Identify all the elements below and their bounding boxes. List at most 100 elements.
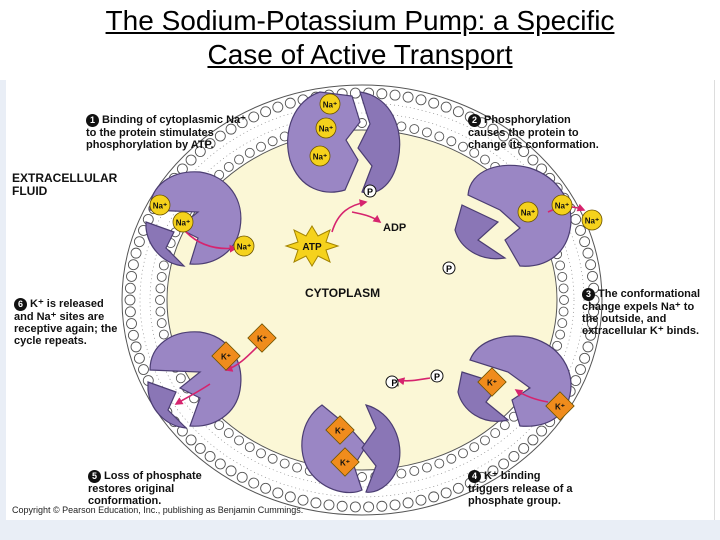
phospholipid-head [225, 465, 237, 477]
phospholipid-head [570, 375, 582, 387]
copyright-notice: Copyright © Pearson Education, Inc., pub… [12, 505, 304, 515]
phospholipid-head [260, 482, 272, 494]
phospholipid-head [336, 500, 348, 512]
phosphate-1-label: P [367, 187, 373, 197]
phospholipid-head [124, 294, 136, 306]
phospholipid-head [234, 154, 244, 165]
phospholipid-head [434, 131, 445, 142]
phospholipid-head [428, 491, 440, 503]
phospholipid-head [244, 442, 255, 453]
phospholipid-head [248, 477, 260, 489]
phospholipid-head [124, 282, 136, 294]
phosphate-2-label: P [446, 264, 452, 274]
phospholipid-head [158, 329, 169, 340]
phospholipid-head [434, 458, 445, 469]
phospholipid-head [256, 448, 266, 459]
phospholipid-head [214, 420, 225, 431]
k-ion-label: K⁺ [335, 427, 345, 436]
phospholipid-head [458, 448, 468, 459]
phospholipid-head [126, 270, 137, 282]
left-frame-band [0, 80, 6, 520]
k-ion-label: K⁺ [487, 379, 497, 388]
phospholipid-head [214, 458, 226, 470]
na-ion: Na⁺ [517, 201, 539, 223]
phospholipid-head [155, 306, 166, 317]
title-line-2: Case of Active Transport [207, 39, 513, 70]
na-ion-label: Na⁺ [176, 219, 190, 228]
phospholipid-head [480, 435, 490, 446]
phospholipid-head [194, 442, 206, 454]
na-ion-label: Na⁺ [555, 202, 569, 211]
cytoplasm-label: CYTOPLASM [305, 286, 381, 300]
phospholipid-head [225, 123, 237, 135]
phospholipid-head [389, 499, 401, 511]
phospholipid-head [575, 364, 586, 376]
phospholipid-head [585, 259, 597, 271]
phosphate-inorganic-label: Pᵢ [391, 378, 399, 388]
phospholipid-head [248, 111, 260, 123]
phospholipid-head [402, 91, 414, 103]
phospholipid-head [175, 373, 186, 384]
phospholipid-head [588, 306, 600, 318]
reaction-arrows [174, 199, 586, 405]
phospholipid-head [469, 147, 480, 158]
phospholipid-head [499, 420, 510, 431]
phospholipid-head [133, 352, 145, 364]
na-ion: Na⁺ [309, 145, 331, 167]
phospholipid-head [557, 318, 568, 329]
phospholipid-head [284, 491, 296, 503]
phospholipid-head [518, 146, 530, 158]
phospholipid-head [124, 306, 136, 318]
phospholipid-head [480, 154, 490, 165]
phospholipid-head [204, 138, 216, 150]
phospholipid-head [557, 271, 568, 282]
phospholipid-head [518, 442, 530, 454]
phospholipid-head [555, 329, 566, 340]
pump-protein-6 [145, 171, 242, 267]
na-ion: Na⁺ [233, 235, 255, 257]
phospholipid-head [272, 101, 284, 113]
step-6-number: 6 [14, 298, 27, 311]
na-ion: Na⁺ [551, 194, 573, 216]
step-2-number: 2 [468, 114, 481, 127]
ion-group: Na⁺Na⁺Na⁺Na⁺Na⁺Na⁺Na⁺Na⁺Na⁺K⁺K⁺K⁺K⁺K⁺K⁺ [149, 93, 603, 477]
na-ion-label: Na⁺ [521, 209, 535, 218]
phospholipid-head [508, 138, 520, 150]
phospholipid-head [587, 270, 598, 282]
k-ion: K⁺ [330, 447, 360, 477]
phospholipid-head [452, 482, 464, 494]
phospholipid-head [558, 283, 569, 294]
k-ion-label: K⁺ [221, 353, 231, 362]
phospholipid-head [527, 434, 539, 446]
k-ion-label: K⁺ [555, 403, 565, 412]
phospholipid-head [155, 295, 165, 305]
phospholipid-head [156, 318, 167, 329]
na-ion: Na⁺ [581, 209, 603, 231]
slide-title: The Sodium-Potassium Pump: a Specific Ca… [0, 4, 720, 72]
phospholipid-head [284, 97, 296, 109]
phospholipid-head [579, 236, 591, 248]
phospholipid-head [428, 97, 440, 109]
phospholipid-head [236, 117, 248, 129]
na-ion-label: Na⁺ [313, 153, 327, 162]
step-4-text: K⁺ binding triggers release of a phospha… [468, 470, 573, 507]
phosphate-3-label: P [434, 372, 440, 382]
phospholipid-head [297, 494, 309, 506]
pump-protein-1 [287, 91, 401, 194]
phospholipid-head [415, 494, 427, 506]
na-ion-label: Na⁺ [585, 217, 599, 226]
k-ion-label: K⁺ [340, 459, 350, 468]
atp-label: ATP [302, 242, 322, 253]
phospholipid-head [409, 466, 420, 476]
phospholipid-head [349, 501, 361, 513]
phospholipid-head [363, 501, 375, 513]
phospholipid-head [267, 136, 278, 147]
phospholipid-head [421, 462, 432, 473]
phospholipid-head [234, 435, 244, 446]
phospholipid-head [446, 136, 457, 147]
step-1-text: Binding of cytoplasmic Na⁺ to the protei… [86, 114, 246, 151]
adp-label: ADP [383, 222, 406, 234]
